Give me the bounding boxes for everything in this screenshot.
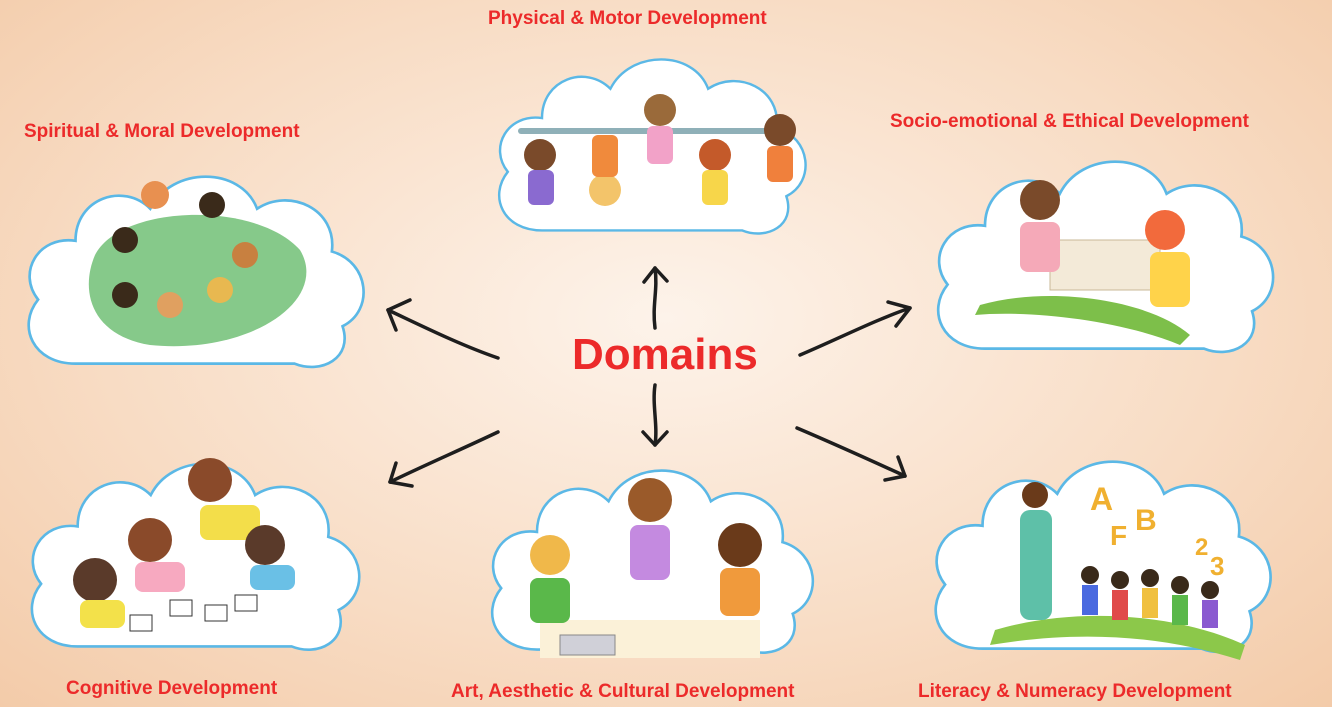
illustration-socio <box>975 180 1190 345</box>
letter-f: F <box>1110 520 1127 551</box>
illustration-art <box>530 478 762 658</box>
arrow-to-literacy <box>795 426 907 482</box>
label-physical-motor: Physical & Motor Development <box>488 8 767 29</box>
arrow-to-physical <box>642 266 669 330</box>
letter-a: A <box>1090 481 1113 517</box>
arrow-to-art <box>641 383 669 447</box>
arrow-to-cognitive <box>388 430 500 488</box>
letter-b: B <box>1135 504 1157 537</box>
arrow-to-spiritual <box>386 298 500 360</box>
illustration-physical <box>518 94 796 206</box>
label-socio-emotional: Socio-emotional & Ethical Development <box>890 111 1249 132</box>
digit-3: 3 <box>1210 551 1224 581</box>
illustration-spiritual <box>88 181 307 347</box>
label-literacy-numeracy: Literacy & Numeracy Development <box>918 681 1232 702</box>
illustration-literacy: A F B 2 3 <box>990 481 1245 660</box>
label-cognitive: Cognitive Development <box>66 678 278 699</box>
label-art-aesthetic: Art, Aesthetic & Cultural Development <box>451 681 795 702</box>
digit-2: 2 <box>1195 534 1208 561</box>
center-title: Domains <box>572 330 758 379</box>
arrow-to-socio <box>798 300 912 357</box>
illustration-cognitive <box>73 458 295 632</box>
label-spiritual-moral: Spiritual & Moral Development <box>24 121 300 142</box>
